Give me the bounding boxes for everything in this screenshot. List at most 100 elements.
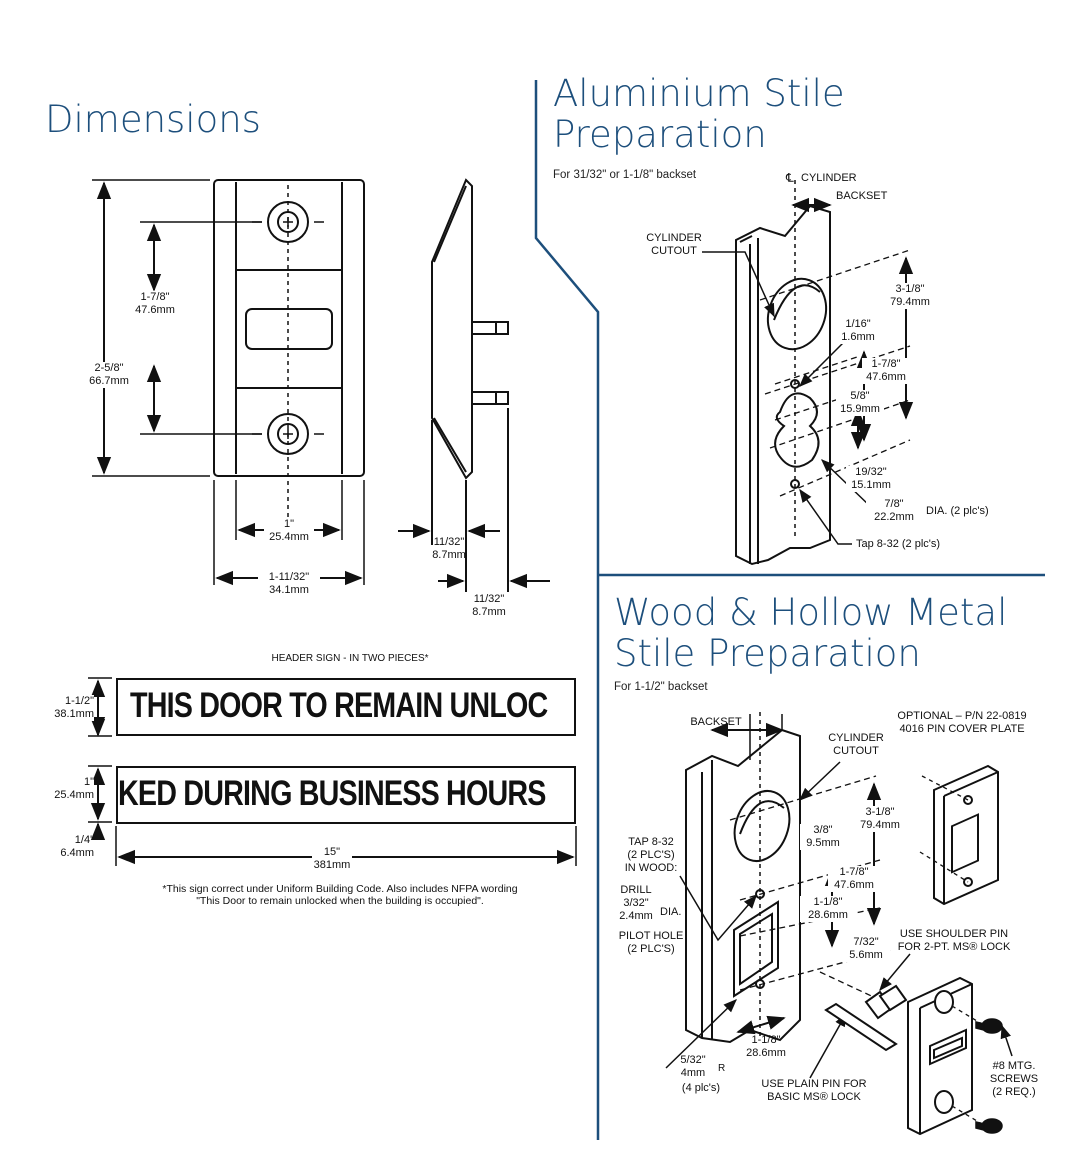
width-inner-mm: 25.4mm [269,531,309,543]
wood-plain-label: USE PLAIN PIN FOR BASIC MS® LOCK [752,1078,876,1104]
wood-d2-mm: 9.5mm [806,837,840,849]
wood-radius-r: R [718,1063,726,1074]
wood-optional-l2: 4016 PIN COVER PLATE [899,723,1025,735]
wood-tap-l1: TAP 8-32 [628,836,674,848]
label-width-inner: 1" 25.4mm [264,518,314,544]
alu-d5-mm: 15.1mm [851,479,891,491]
alu-cutout-label: CYLINDER CUTOUT [642,232,706,258]
wood-drill-l2: 3/32" [623,897,649,909]
alu-cylinder-label: CYLINDER [801,172,857,184]
alu-d3-label: 1-7/8" 47.6mm [862,358,910,384]
alu-dia-label: DIA. (2 plc's) [926,505,989,517]
alu-d6-in: 7/8" [884,498,904,510]
label-width-outer: 1-11/32" 34.1mm [258,571,320,597]
strike-plate-side [431,178,509,592]
alu-d6-label: 7/8" 22.2mm [866,498,922,524]
wood-d4-label: 1-1/8" 28.6mm [800,896,856,922]
side-a-mm: 8.7mm [432,549,466,561]
width-outer-mm: 34.1mm [269,584,309,596]
alu-tap-label: Tap 8-32 (2 plc's) [856,538,941,550]
screw-guides [951,1005,983,1125]
alu-d2-mm: 1.6mm [841,331,875,343]
alu-d4-label: 5/8" 15.9mm [836,390,884,416]
section-divider [534,80,1045,1140]
alu-d4-mm: 15.9mm [840,403,880,415]
wood-d2-label: 3/8" 9.5mm [800,824,846,850]
aluminium-stile [735,204,831,566]
wood-d5-mm: 5.6mm [849,949,883,961]
width-inner-in: 1" [283,518,295,530]
wood-d6-mm: 28.6mm [746,1047,786,1059]
alu-d1-in: 3-1/8" [895,283,925,295]
height-inner-mm: 47.6mm [135,304,175,316]
centerline-symbol: ℄ [785,171,794,185]
alu-leader-tap [799,488,852,545]
wood-d6-label: 1-1/8" 28.6mm [738,1034,794,1060]
aluminium-title-line1: Aluminium Stile [553,72,845,115]
wood-optional-label: OPTIONAL – P/N 22-0819 4016 PIN COVER PL… [884,710,1040,736]
sign-note: *This sign correct under Uniform Buildin… [110,883,570,907]
wood-pilot-label: PILOT HOLE (2 PLC'S) [614,930,688,956]
sign-gap-in: 1/4" [74,834,94,846]
alu-d3-mm: 47.6mm [866,371,906,383]
alu-cutout-l2: CUTOUT [651,245,697,257]
wood-screws-l1: #8 MTG. [992,1060,1036,1072]
wood-tap-l3: IN WOOD: [624,862,678,874]
sign-piece-2: KED DURING BUSINESS HOURS [116,766,576,824]
wood-d3-in: 1-7/8" [839,866,869,878]
wood-d4-mm: 28.6mm [808,909,848,921]
wood-d5-in: 7/32" [853,936,879,948]
strike-plate-iso [907,976,973,1136]
alu-d6-mm: 22.2mm [874,511,914,523]
sign-h1-mm: 38.1mm [54,708,94,720]
alu-d3-in: 1-7/8" [871,358,901,370]
wood-leader-shoulder [879,953,911,992]
wood-title-line1: Wood & Hollow Metal [614,591,1008,634]
wood-dim-1-1-8-bottom [736,1015,786,1035]
side-b-in: 11/32" [473,593,505,605]
wood-drill-dia: DIA. [660,906,682,918]
wood-leader-tap [679,875,757,942]
alu-d5-label: 19/32" 15.1mm [846,466,896,492]
alu-leader-cutout [702,251,775,318]
height-inner-in: 1-7/8" [140,291,170,303]
alu-d1-label: 3-1/8" 79.4mm [880,283,940,309]
wood-pilot-l2: (2 PLC'S) [627,943,675,955]
wood-d5-label: 7/32" 5.6mm [842,936,890,962]
wood-screws-label: #8 MTG. SCREWS (2 REQ.) [984,1060,1044,1099]
sign-h1-in: 1-1/2" [65,695,94,707]
wood-title-line2: Stile Preparation [614,631,921,675]
mounting-screw [975,1018,1003,1134]
wood-d2-in: 3/8" [813,824,833,836]
wood-d3-mm: 47.6mm [834,879,874,891]
aluminium-subtitle: For 31/32" or 1-1/8" backset [553,169,697,181]
label-sign-gap: 1/4" 6.4mm [40,834,94,860]
wood-screws-l2: SCREWS [989,1073,1039,1085]
sign-gap-mm: 6.4mm [60,847,94,859]
wood-drill-l1: DRILL [620,884,652,896]
wood-radius-in: 5/32" [680,1054,706,1066]
dimensions-title: Dimensions [45,98,261,141]
wood-plain-l2: BASIC MS® LOCK [767,1091,861,1103]
sign-note-line1: *This sign correct under Uniform Buildin… [162,883,518,895]
wood-d1-label: 3-1/8" 79.4mm [852,806,908,832]
label-side-b: 11/32" 8.7mm [464,593,514,619]
alu-d4-in: 5/8" [850,390,870,402]
pin-cover-plate [933,764,999,906]
wood-shoulder-l1: USE SHOULDER PIN [899,928,1009,940]
wood-cutout-l2: CUTOUT [833,745,879,757]
wood-d3-label: 1-7/8" 47.6mm [828,866,880,892]
wood-leader-plain [809,1012,847,1079]
sign-piece-1: THIS DOOR TO REMAIN UNLOC [116,678,576,736]
wood-pilot-l1: PILOT HOLE [618,930,684,942]
alu-backset-label: BACKSET [836,190,888,202]
label-height-outer: 2-5/8" 66.7mm [84,362,134,388]
sign-caption: HEADER SIGN - IN TWO PIECES* [271,653,429,664]
wood-tap-l2: (2 PLC'S) [627,849,675,861]
wood-leader-cutout [799,761,841,801]
alu-d2-label: 1/16" 1.6mm [836,318,880,344]
wood-radius-plc: (4 plc's) [681,1082,721,1094]
alu-leader-1-16 [799,339,847,387]
wood-screws-l3: (2 REQ.) [992,1086,1036,1098]
label-height-inner: 1-7/8" 47.6mm [130,291,180,317]
